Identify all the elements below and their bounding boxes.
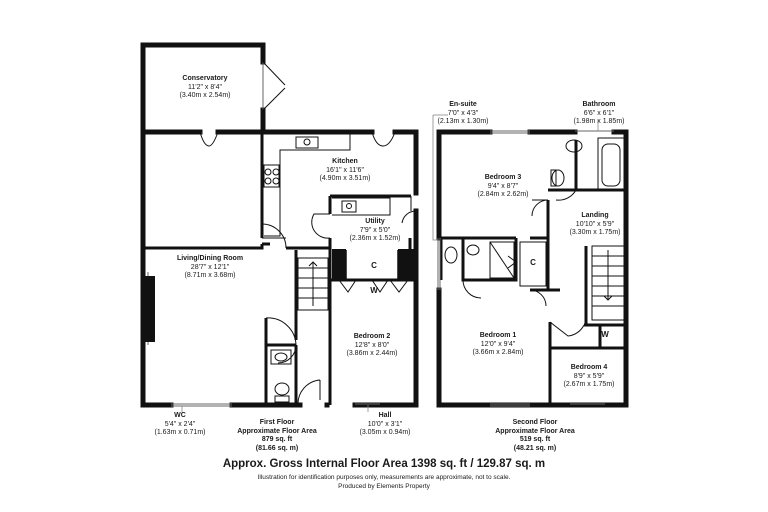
room-label-bedroom2: Bedroom 2 12'8" x 8'0" (3.86m x 2.44m) [337, 333, 407, 359]
cupboard-block [332, 249, 346, 279]
floor-title: Second Floor [512, 419, 558, 426]
room-imperial: 11'2" x 8'4" [188, 83, 222, 91]
room-name: En-suite [449, 101, 477, 108]
room-label-kitchen: Kitchen 16'1" x 11'6" (4.90m x 3.51m) [305, 158, 385, 184]
room-name: Bedroom 3 [484, 174, 522, 181]
second-floor-doors [462, 199, 585, 337]
room-imperial: 8'9" x 5'9" [573, 372, 605, 380]
wardrobe-marker: W [370, 286, 378, 295]
utility-units [332, 197, 391, 216]
floor-sqft: 879 sq. ft [261, 436, 293, 443]
room-metric: (3.30m x 1.75m) [569, 229, 621, 236]
gross-floor-area: Approx. Gross Internal Floor Area 1398 s… [222, 458, 546, 470]
bathroom-fixtures [550, 137, 625, 201]
room-metric: (1.63m x 0.71m) [154, 429, 206, 436]
room-name: Bedroom 4 [570, 364, 608, 371]
disclaimer-note: Illustration for identification purposes… [257, 474, 511, 481]
plan-footer: Approx. Gross Internal Floor Area 1398 s… [0, 458, 768, 491]
room-metric: (3.40m x 2.54m) [179, 92, 231, 99]
room-metric: (3.66m x 2.84m) [472, 349, 524, 356]
ensuite-fixtures [444, 241, 515, 279]
room-name: Conservatory [182, 75, 228, 82]
room-label-living: Living/Dining Room 28'7" x 12'1" (8.71m … [165, 255, 255, 281]
first-floor-interior-walls [143, 132, 416, 405]
room-label-bedroom3: Bedroom 3 9'4" x 8'7" (2.84m x 2.62m) [463, 174, 543, 200]
wardrobe-marker: W [601, 330, 609, 339]
second-floor-stairs [591, 245, 625, 321]
room-imperial: 6'6" x 6'1" [583, 109, 615, 117]
room-label-bedroom4: Bedroom 4 8'9" x 5'9" (2.67m x 1.75m) [556, 364, 622, 390]
floor-sqm: (81.66 sq. m) [255, 444, 299, 452]
floor-sqm: (48.21 sq. m) [513, 444, 557, 452]
floor-area-second: Second Floor Approximate Floor Area 519 … [490, 419, 580, 453]
room-metric: (4.90m x 3.51m) [319, 175, 371, 182]
room-name: Bathroom [582, 101, 616, 108]
room-label-bedroom1: Bedroom 1 12'0" x 9'4" (3.66m x 2.84m) [458, 332, 538, 358]
room-imperial: 7'0" x 4'3" [447, 109, 479, 117]
room-imperial: 28'7" x 12'1" [190, 263, 230, 271]
room-imperial: 9'4" x 8'7" [487, 182, 519, 190]
room-label-hall: Hall 10'0" x 3'1" (3.05m x 0.94m) [350, 412, 420, 438]
room-name: Hall [378, 412, 392, 419]
room-imperial: 12'0" x 9'4" [480, 340, 516, 348]
second-floor-windows [437, 130, 614, 407]
cupboard-block [398, 249, 414, 279]
wc-fixtures [270, 349, 292, 403]
room-imperial: 5'4" x 2'4" [164, 420, 196, 428]
room-metric: (8.71m x 3.68m) [184, 272, 236, 279]
room-label-utility: Utility 7'9" x 5'0" (2.36m x 1.52m) [340, 218, 410, 244]
cupboard-marker: C [530, 258, 536, 267]
room-label-landing: Landing 10'10" x 5'9" (3.30m x 1.75m) [560, 212, 630, 238]
room-label-conservatory: Conservatory 11'2" x 8'4" (3.40m x 2.54m… [170, 75, 240, 101]
room-metric: (3.05m x 0.94m) [359, 429, 411, 436]
room-label-bathroom: Bathroom 6'6" x 6'1" (1.98m x 1.85m) [564, 101, 634, 127]
producer-credit: Produced by Elements Property [338, 483, 430, 490]
room-name: Kitchen [332, 158, 358, 165]
room-metric: (2.67m x 1.75m) [563, 381, 615, 388]
room-imperial: 10'0" x 3'1" [367, 420, 403, 428]
second-floor-plan [436, 129, 629, 408]
floor-subtitle: Approximate Floor Area [495, 427, 575, 435]
floor-area-first: First Floor Approximate Floor Area 879 s… [232, 419, 322, 453]
room-name: Landing [581, 212, 609, 219]
cupboard-marker: C [371, 261, 377, 270]
room-metric: (2.84m x 2.62m) [477, 191, 529, 198]
room-label-wc: WC 5'4" x 2'4" (1.63m x 0.71m) [145, 412, 215, 438]
kitchen-units [263, 133, 351, 237]
floor-sqft: 519 sq. ft [519, 436, 551, 443]
room-metric: (1.98m x 1.85m) [573, 118, 625, 125]
first-floor-plan [140, 42, 419, 408]
room-name: Utility [365, 218, 385, 225]
room-label-ensuite: En-suite 7'0" x 4'3" (2.13m x 1.30m) [430, 101, 496, 127]
room-metric: (3.86m x 2.44m) [346, 350, 398, 357]
room-imperial: 7'9" x 5'0" [359, 226, 391, 234]
room-name: Bedroom 2 [353, 333, 391, 340]
room-metric: (2.13m x 1.30m) [437, 118, 489, 125]
room-name: Living/Dining Room [176, 255, 244, 262]
room-name: WC [174, 412, 186, 419]
cupboard-outline [519, 241, 547, 287]
first-floor-walls [140, 42, 419, 408]
first-floor-stairs [297, 257, 329, 311]
second-floor-walls [436, 129, 629, 408]
room-imperial: 16'1" x 11'6" [326, 166, 364, 174]
fireplace-icon [145, 276, 155, 342]
room-name: Bedroom 1 [479, 332, 517, 339]
floor-title: First Floor [259, 419, 295, 426]
room-metric: (2.36m x 1.52m) [349, 235, 401, 242]
room-imperial: 10'10" x 5'9" [575, 220, 615, 228]
floor-subtitle: Approximate Floor Area [237, 427, 317, 435]
label-leader-lines [181, 114, 599, 412]
room-imperial: 12'8" x 8'0" [354, 341, 390, 349]
